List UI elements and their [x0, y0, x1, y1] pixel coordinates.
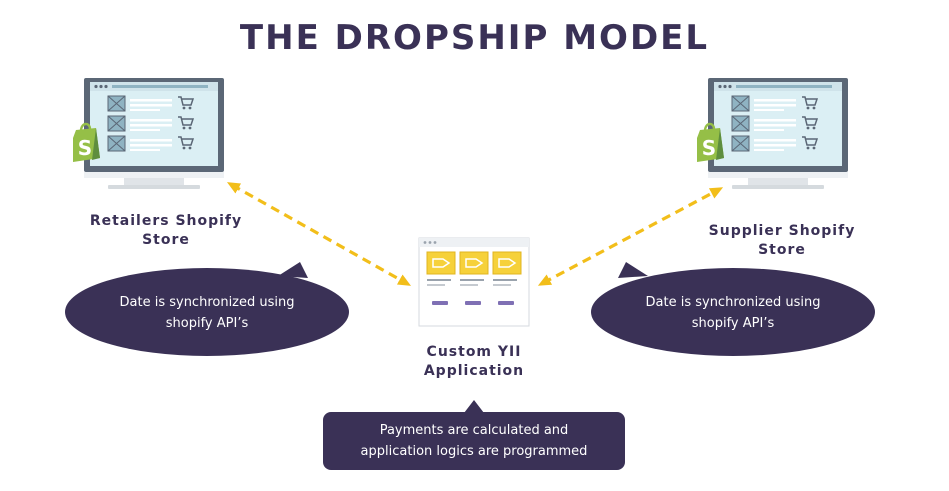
price-tag-icon [459, 251, 489, 275]
shopify-bag-icon [71, 122, 102, 164]
speech-bubble-left [65, 262, 349, 356]
supplier-store-label: Supplier Shopify Store [708, 223, 856, 258]
sync-arrow-left [226, 182, 412, 286]
page-title: THE DROPSHIP MODEL [239, 18, 710, 58]
bubble-left-text: Date is synchronized using shopify API’s [119, 295, 295, 331]
price-tag-icon [492, 251, 522, 275]
speech-bubble-bottom [323, 400, 625, 470]
retailer-monitor [71, 78, 224, 189]
supplier-monitor [695, 78, 848, 189]
speech-bubble-right [591, 262, 875, 356]
price-tag-icon [426, 251, 456, 275]
shopify-bag-icon [695, 122, 726, 164]
sync-arrow-right [537, 187, 724, 286]
retailer-store-label: Retailers Shopify Store [89, 213, 243, 248]
bubble-bottom-text: Payments are calculated and application … [360, 423, 588, 459]
bubble-right-text: Date is synchronized using shopify API’s [645, 295, 821, 331]
app-window [418, 237, 530, 327]
app-label: Custom YII Application [423, 344, 525, 379]
